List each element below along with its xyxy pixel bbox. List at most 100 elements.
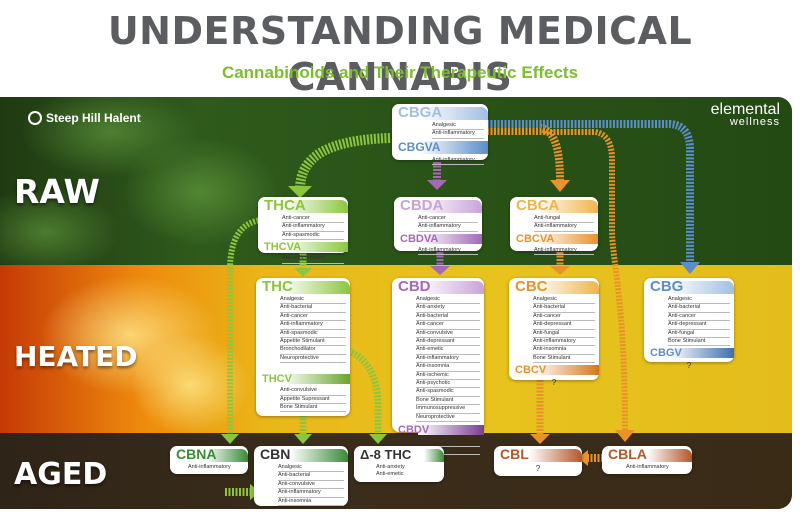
steep-hill-logo-icon: [28, 111, 42, 125]
unknown-effects: ?: [551, 378, 557, 388]
effect-item: Analgesic: [280, 296, 346, 305]
effect-item: Bone Stimulant: [668, 338, 730, 347]
effect-item: Anti-convulsive: [416, 330, 480, 339]
effect-item: Anti-cancer: [282, 215, 344, 224]
arrow-head: [369, 434, 387, 444]
header-bar: [282, 374, 350, 385]
effect-item: Anti-inflammatory: [416, 355, 480, 364]
effects-list: Anti-cancer Anti-inflammatory Anti-spasm…: [282, 215, 348, 241]
cannabinoid-name: Δ-8 THC: [360, 447, 412, 462]
stage-label-aged: AGED: [14, 457, 108, 492]
elemental-label: elemental: [710, 101, 780, 118]
effect-item: Anti-fungal: [533, 330, 595, 339]
card-header: CBLA: [602, 446, 692, 463]
header-bar: [669, 348, 734, 359]
effect-item: Anti-inflammatory: [282, 223, 344, 232]
effect-item: Immunosuppressive: [416, 405, 480, 414]
cannabinoid-name: CBCA: [516, 197, 560, 214]
card-header: CBN: [254, 446, 348, 463]
card-header: CBGA: [392, 104, 488, 121]
card-delta8-thc: Δ-8 THC Anti-anxiety Anti-emetic: [354, 446, 444, 482]
card-thc: THC Analgesic Anti-bacterial Anti-cancer…: [256, 278, 350, 416]
effect-item: Analgesic: [668, 296, 730, 305]
card-header: CBC: [509, 278, 599, 295]
effects-list: Anti-cancer Anti-inflammatory: [418, 215, 482, 232]
effect-item: Anti-psychotic: [416, 380, 480, 389]
card-header: CBNA: [170, 446, 248, 463]
card-sub-header: CBCVA: [510, 232, 598, 246]
effect-item: Anti-emetic: [376, 471, 404, 478]
stage-label-heated: HEATED: [14, 340, 138, 373]
sub-effects-list: Anti-convulsive Appetite Supressant Bone…: [280, 387, 350, 413]
arrow-head: [288, 186, 312, 198]
card-cbna: CBNA Anti-inflammatory: [170, 446, 248, 474]
header-bar: [417, 425, 484, 436]
arrow-head: [430, 266, 450, 275]
card-header: CBD: [392, 278, 484, 295]
effects-list: Anti-inflammatory: [626, 464, 692, 471]
card-cbc: CBC Analgesic Anti-bacterial Anti-cancer…: [509, 278, 599, 387]
unknown-effects: ?: [535, 464, 541, 473]
header-bar: [418, 107, 488, 120]
effect-item: Anti-spasmodic: [280, 330, 346, 339]
effect-item: Anti-spasmodic: [282, 232, 344, 241]
effect-item: Anti-cancer: [416, 321, 480, 330]
effects-list: Anti-fungal Anti-inflammatory: [534, 215, 598, 232]
header-bar: [282, 281, 350, 294]
header-bar: [669, 281, 734, 294]
card-header: THCA: [258, 197, 348, 214]
effect-item: Anti-cancer: [668, 313, 730, 322]
cannabis-leaf-decoration: [0, 187, 120, 277]
effect-item: Anti-inflammatory: [418, 223, 478, 232]
header-bar: [417, 281, 484, 294]
unknown-effects: ?: [686, 361, 692, 371]
stage-label-raw: RAW: [14, 172, 100, 211]
effect-item: Anti-inflammatory: [534, 223, 594, 232]
effect-item: Anti-inflammatory: [432, 157, 484, 166]
effect-item: Anti-bacterial: [416, 313, 480, 322]
effect-item: Anti-inflammatory: [188, 464, 231, 470]
effect-item: Anti-convulsive: [278, 481, 344, 490]
arrow-thca-to-cbna: [227, 217, 263, 434]
card-header: CBCA: [510, 197, 598, 214]
effect-item: Anti-depressant: [416, 338, 480, 347]
effect-item: Anti-cancer: [533, 313, 595, 322]
cannabinoid-name: CBN: [260, 446, 291, 462]
effects-list: Analgesic Anti-inflammatory: [432, 122, 488, 139]
effects-list: Analgesic Anti-bacterial Anti-cancer Ant…: [533, 296, 599, 364]
card-sub-header: CBGVA: [392, 139, 488, 156]
effect-item: Analgesic: [533, 296, 595, 305]
cannabinoid-name: CBDA: [400, 197, 444, 214]
arrow-cbga-to-cbca: [487, 124, 564, 181]
cannabinoid-sub-name: CBCVA: [516, 232, 555, 245]
card-cbga: CBGA Analgesic Anti-inflammatory CBGVA A…: [392, 104, 488, 166]
arrow-head: [615, 430, 635, 442]
cannabinoid-name: CBGA: [398, 104, 443, 121]
effect-item: Anti-bacterial: [278, 472, 344, 481]
arrow-head: [294, 268, 312, 277]
elemental-wellness-logo: elemental wellness: [710, 101, 780, 129]
wellness-label: wellness: [729, 116, 780, 128]
card-cbl: CBL ?: [494, 446, 582, 476]
page-title: UNDERSTANDING MEDICAL CANNABIS: [107, 9, 693, 99]
card-header: THC: [256, 278, 350, 295]
arrow-head: [221, 434, 239, 444]
effect-item: Analgesic: [278, 464, 344, 473]
header-bar: [205, 449, 248, 462]
effect-item: Anti-insomnia: [278, 498, 344, 507]
cannabinoid-name: CBG: [650, 278, 684, 295]
arrow-head: [294, 434, 312, 444]
arrow-head: [550, 180, 570, 192]
effects-list: Analgesic Anti-anxiety Anti-bacterial An…: [416, 296, 484, 423]
card-cbd: CBD Analgesic Anti-anxiety Anti-bacteria…: [392, 278, 484, 455]
card-cbla: CBLA Anti-inflammatory: [602, 446, 692, 474]
arrow-head: [530, 434, 550, 444]
arrow-cbga-to-cbla: [487, 129, 628, 431]
steep-hill-label: Steep Hill Halent: [46, 111, 141, 125]
effect-item: Anti-emetic: [416, 346, 480, 355]
cannabinoid-name: CBLA: [608, 446, 647, 462]
effect-item: Anti-inflammatory: [626, 464, 669, 470]
effect-item: Anti-fungal: [534, 215, 594, 224]
effect-item: Anti-spasmodic: [416, 388, 480, 397]
cannabinoid-name: CBL: [500, 446, 529, 462]
